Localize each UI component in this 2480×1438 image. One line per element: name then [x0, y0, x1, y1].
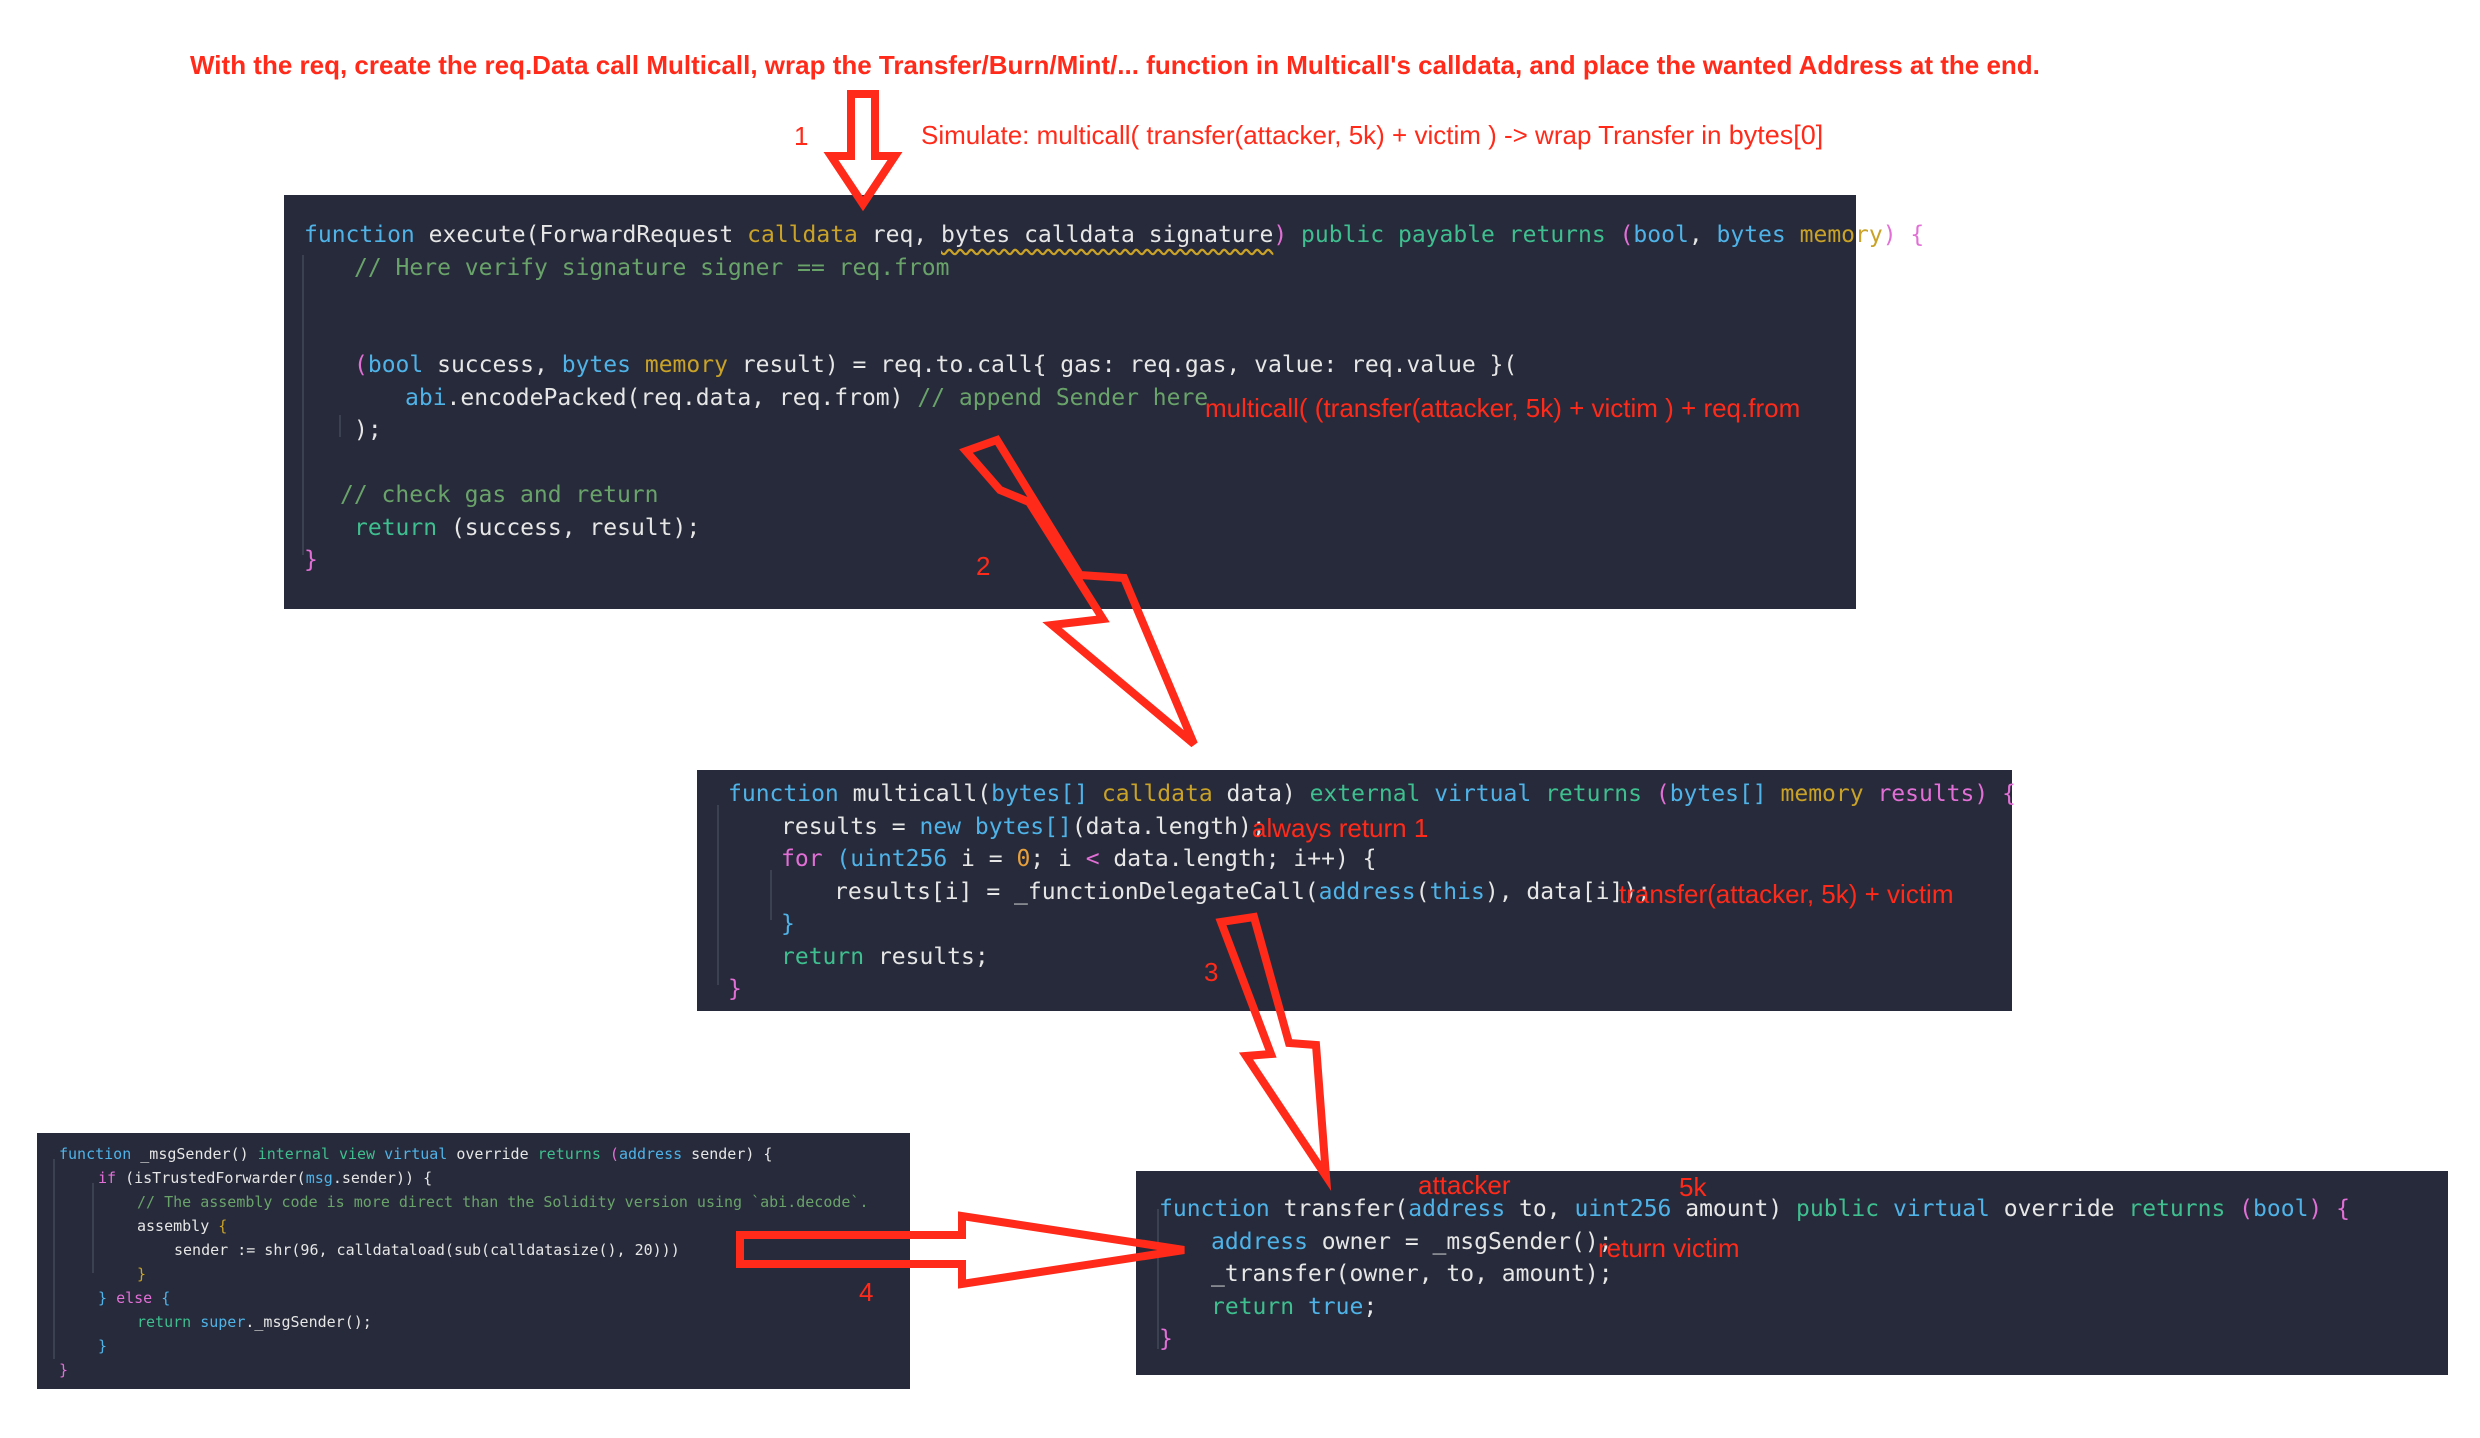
indent-guide	[53, 1159, 55, 1359]
always-return-annotation: always return 1	[1252, 813, 1429, 843]
return-victim-annotation: return victim	[1598, 1233, 1740, 1263]
step-2-label: 2	[976, 551, 991, 581]
code-line: return true;	[1211, 1294, 1378, 1320]
transfer-code-panel: function transfer(address to, uint256 am…	[1136, 1171, 2448, 1375]
code-line: function execute(ForwardRequest calldata…	[304, 222, 1925, 248]
code-line: sender := shr(96, calldataload(sub(calld…	[174, 1241, 680, 1259]
code-line: }	[1159, 1326, 1173, 1352]
indent-guide	[339, 415, 341, 437]
code-line: // The assembly code is more direct than…	[137, 1193, 869, 1211]
step-3-label: 3	[1204, 957, 1219, 987]
code-line: }	[781, 911, 795, 937]
code-line: function transfer(address to, uint256 am…	[1159, 1196, 2350, 1222]
indent-guide	[770, 870, 772, 920]
execute-code-panel: function execute(ForwardRequest calldata…	[284, 195, 1924, 609]
headline-annotation: With the req, create the req.Data call M…	[190, 50, 2040, 80]
execute-call-annotation: multicall( (transfer(attacker, 5k) + vic…	[1205, 393, 1801, 423]
arrow-3	[1215, 912, 1332, 1191]
simulate-bytes: bytes[0]	[1728, 120, 1824, 150]
amount-annotation: 5k	[1679, 1172, 1707, 1202]
code-line: assembly {	[137, 1217, 228, 1235]
code-line: }	[304, 547, 318, 573]
indent-guide	[1157, 1209, 1159, 1349]
indent-guide	[717, 805, 719, 985]
step-4-label: 4	[859, 1277, 874, 1307]
arrow-1	[823, 90, 903, 212]
code-line: _transfer(owner, to, amount);	[1211, 1261, 1613, 1287]
code-line: }	[59, 1361, 69, 1379]
code-line: results[i] = _functionDelegateCall(addre…	[834, 879, 1652, 905]
simulate-text: Simulate: multicall( transfer(attacker, …	[921, 120, 1729, 150]
code-line: // check gas and return	[340, 482, 659, 508]
code-line: if (isTrustedForwarder(msg.sender)) {	[98, 1169, 433, 1187]
code-line: );	[354, 417, 382, 443]
multicall-code-panel: function multicall(bytes[] calldata data…	[697, 770, 2016, 1011]
delegate-payload-annotation: transfer(attacker, 5k) + victim	[1619, 879, 1954, 909]
code-line: results = new bytes[](data.length);	[781, 814, 1266, 840]
code-line: address owner = _msgSender();	[1211, 1229, 1613, 1255]
arrow-4	[736, 1211, 1185, 1289]
arrow-2	[959, 435, 1198, 748]
attacker-annotation: attacker	[1418, 1170, 1511, 1200]
code-line: function multicall(bytes[] calldata data…	[728, 781, 2016, 807]
code-line: return super._msgSender();	[137, 1313, 372, 1331]
code-line: }	[98, 1337, 108, 1355]
code-line: for (uint256 i = 0; i < data.length; i++…	[781, 846, 1377, 872]
indent-guide	[302, 255, 304, 555]
code-line: return results;	[781, 944, 989, 970]
code-line: return (success, result);	[354, 515, 701, 541]
indent-guide	[92, 1183, 94, 1273]
step-1-label: 1	[794, 121, 809, 151]
code-line: } else {	[98, 1289, 171, 1307]
simulate-annotation: Simulate: multicall( transfer(attacker, …	[921, 120, 1823, 151]
code-line: (bool success, bytes memory result) = re…	[354, 352, 1518, 378]
code-line: }	[137, 1265, 147, 1283]
code-line: }	[728, 976, 742, 1002]
code-line: function _msgSender() internal view virt…	[59, 1145, 773, 1163]
code-line: abi.encodePacked(req.data, req.from) // …	[405, 385, 1209, 411]
code-line: // Here verify signature signer == req.f…	[354, 255, 950, 281]
